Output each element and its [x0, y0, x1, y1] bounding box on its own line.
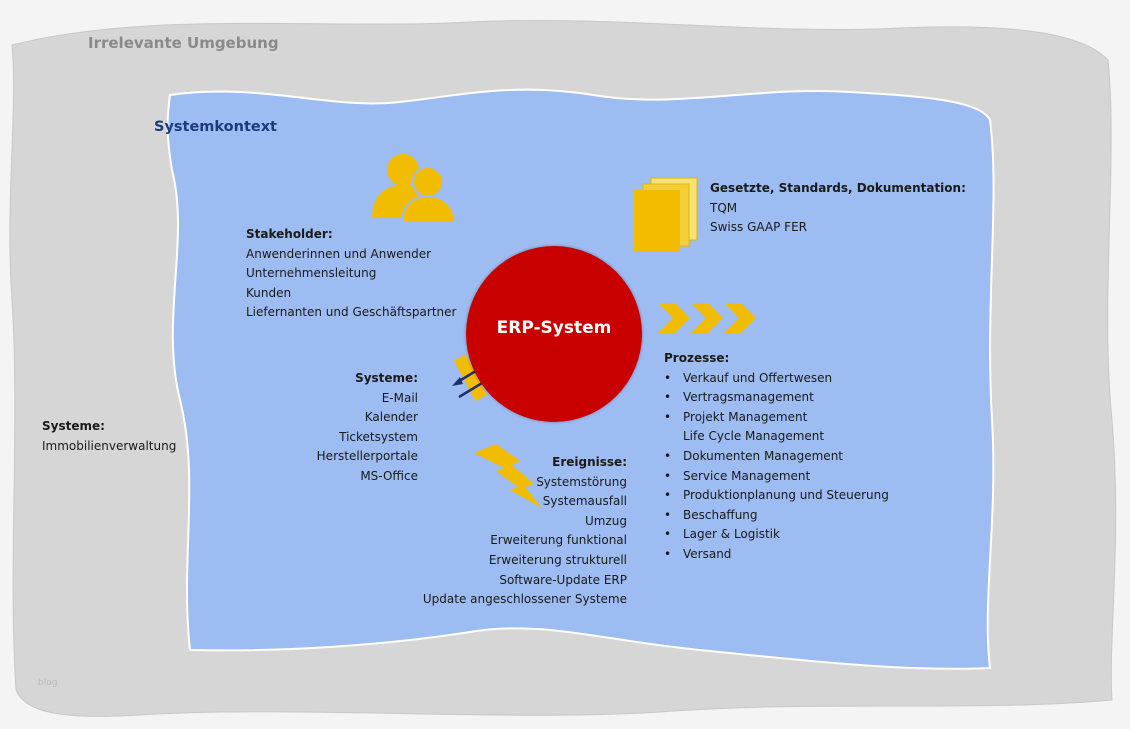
list-item: Immobilienverwaltung — [42, 438, 177, 453]
list-item: Beschaffung — [664, 506, 889, 526]
list-item: E-Mail — [381, 390, 418, 405]
list-item: Systemausfall — [542, 494, 627, 509]
processes-block: Prozesse: Verkauf und Offertwesen Vertra… — [664, 349, 889, 565]
list-item: Projekt Management — [664, 408, 889, 428]
list-item: Erweiterung strukturell — [488, 552, 627, 567]
events-title: Ereignisse: — [552, 455, 627, 469]
list-item: Kalender — [364, 410, 418, 425]
erp-system-label: ERP-System — [496, 318, 612, 338]
standards-block: Gesetzte, Standards, Dokumentation: TQM … — [710, 179, 966, 238]
list-item: Versand — [664, 545, 889, 565]
list-item: Kunden — [246, 285, 292, 300]
list-item: Ticketsystem — [339, 429, 418, 444]
list-item: Vertragsmanagement — [664, 388, 889, 408]
events-block: Ereignisse: Systemstörung Systemausfall … — [423, 453, 627, 610]
list-item: Produktionplanung und Steuerung — [664, 486, 889, 506]
irrelevant-environment-label: Irrelevante Umgebung — [88, 34, 279, 52]
processes-title: Prozesse: — [664, 351, 730, 365]
systems-title: Systeme: — [355, 371, 418, 385]
outer-systems-block: Systeme: Immobilienverwaltung — [42, 417, 176, 456]
list-item: Erweiterung funktional — [490, 533, 627, 548]
list-item: Update angeschlossener Systeme — [422, 592, 627, 607]
list-item: Dokumenten Management — [664, 447, 889, 467]
documents-icon — [634, 177, 698, 252]
list-item: Lager & Logistik — [664, 525, 889, 545]
list-item: Verkauf und Offertwesen — [664, 369, 889, 389]
list-item: Liefernanten und Geschäftspartner — [246, 305, 457, 320]
list-item: Service Management — [664, 467, 889, 487]
process-chevrons-icon — [658, 303, 756, 333]
outer-systems-title: Systeme: — [42, 419, 105, 433]
stakeholder-title: Stakeholder: — [246, 227, 333, 241]
stakeholder-block: Stakeholder: Anwenderinnen und Anwender … — [246, 225, 456, 323]
list-item: Software-Update ERP — [499, 572, 627, 587]
list-item: Life Cycle Management — [683, 429, 825, 444]
standards-title: Gesetzte, Standards, Dokumentation: — [710, 181, 966, 195]
list-item: Unternehmensleitung — [246, 266, 377, 281]
list-item: Systemstörung — [536, 474, 627, 489]
list-item: Herstellerportale — [316, 449, 418, 464]
list-item: TQM — [710, 200, 738, 215]
watermark: blog — [38, 678, 58, 688]
stakeholder-persons-icon — [372, 154, 457, 224]
erp-system-circle: ERP-System — [466, 246, 642, 422]
events-lightning-icon — [474, 444, 542, 508]
list-item: Swiss GAAP FER — [710, 220, 808, 235]
list-item: Anwenderinnen und Anwender — [246, 246, 432, 261]
system-context-label: Systemkontext — [154, 119, 277, 135]
systems-block: Systeme: E-Mail Kalender Ticketsystem He… — [317, 369, 418, 487]
list-item: MS-Office — [360, 468, 418, 483]
list-item: Umzug — [585, 513, 627, 528]
